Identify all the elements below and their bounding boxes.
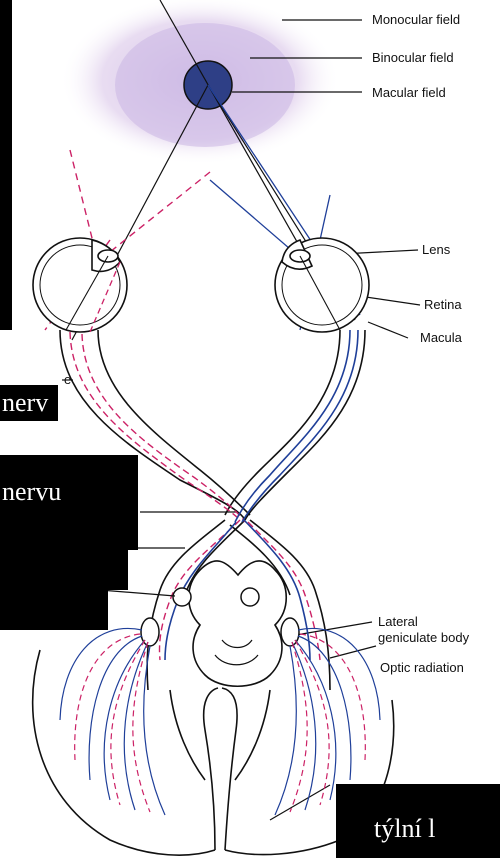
label-retina: Retina [424, 297, 462, 312]
label-lateral-geniculate-line2: geniculate body [378, 630, 469, 645]
right-colliculus [241, 588, 259, 606]
black-overlay-block-1 [0, 530, 138, 550]
black-overlay-nervu: nervu [0, 455, 138, 530]
label-monocular-field: Monocular field [372, 12, 460, 27]
overlay-text-nerv: nerv [2, 388, 48, 418]
left-optic-radiation [60, 628, 165, 815]
label-lateral-geniculate-line1: Lateral [378, 614, 418, 629]
label-optic-nerve-fragment: e [64, 372, 71, 387]
black-overlay-tylni: týlní l [336, 784, 500, 858]
black-overlay-top-left [0, 0, 12, 330]
overlay-text-nervu: nervu [2, 477, 61, 507]
right-eye [275, 238, 369, 332]
label-macula: Macula [420, 330, 462, 345]
midbrain-section [189, 561, 287, 686]
black-overlay-nerv: nerv [0, 385, 58, 421]
label-optic-radiation: Optic radiation [380, 660, 464, 675]
lgb-leader [100, 590, 175, 596]
label-lens: Lens [422, 242, 450, 257]
overlay-text-tylni: týlní l [374, 814, 435, 844]
label-macular-field: Macular field [372, 85, 446, 100]
black-overlay-block-2 [0, 550, 128, 590]
label-binocular-field: Binocular field [372, 50, 454, 65]
left-colliculus [173, 588, 191, 606]
black-overlay-block-3 [0, 590, 108, 630]
left-eye [33, 238, 127, 332]
